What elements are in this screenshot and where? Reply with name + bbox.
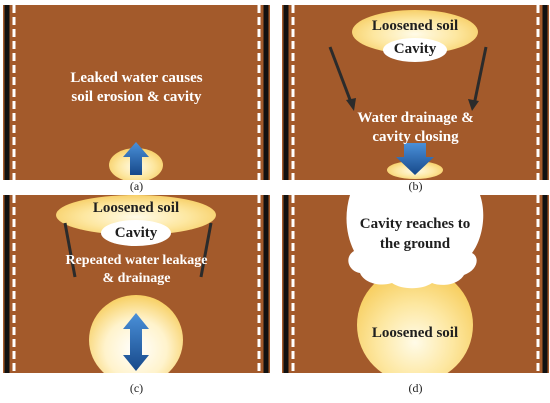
loosened-soil-label: Loosened soil [371, 325, 459, 341]
cavity-region [101, 220, 171, 246]
cavity-label: Cavity [393, 41, 437, 57]
panel-b-diagram [282, 5, 549, 180]
panel-d: Cavity reaches to the ground Loosened so… [282, 195, 549, 401]
cavity-region [346, 195, 484, 289]
caption-d: (d) [408, 381, 423, 395]
panel-a-text-line2: soil erosion & cavity [71, 89, 202, 105]
cavity-label: Cavity [114, 225, 158, 241]
panel-b: Loosened soil Cavity Water drainage & ca… [282, 5, 549, 196]
panel-a-text: Leaked water causes soil erosion & cavit… [43, 69, 230, 107]
panel-c-diagram [3, 195, 270, 373]
drainage-arrow-left-head [346, 98, 356, 111]
loosened-soil-region [56, 195, 216, 235]
up-arrow-icon [123, 142, 149, 175]
panel-a-diagram [3, 5, 270, 180]
caption-a: (a) [129, 179, 144, 193]
panel-c-text: Repeated water leakage & drainage [33, 252, 240, 288]
panel-d-diagram [282, 195, 549, 373]
caption-c: (c) [129, 381, 144, 395]
caption-b: (b) [408, 179, 423, 193]
drainage-line-right [199, 222, 213, 278]
loosened-soil-blob [357, 267, 473, 373]
drainage-line-left [63, 222, 77, 278]
panel-b-text-line1: Water drainage & [357, 110, 474, 126]
cavity-label: Cavity reaches to the ground [340, 214, 490, 254]
panel-c-text-line2: & drainage [102, 271, 171, 286]
drainage-arrow-right-head [468, 99, 479, 111]
loosened-soil-label: Loosened soil [371, 18, 459, 34]
panel-a: Leaked water causes soil erosion & cavit… [3, 5, 270, 196]
panel-a-text-line1: Leaked water causes [70, 70, 203, 86]
cavity-label-line1: Cavity reaches to [359, 216, 471, 232]
panel-c-text-line1: Repeated water leakage [65, 253, 208, 268]
panel-b-text: Water drainage & cavity closing [337, 109, 494, 147]
drainage-arrow-left [328, 46, 354, 106]
panel-b-text-line2: cavity closing [372, 129, 459, 145]
loosened-soil-label: Loosened soil [92, 200, 180, 216]
cavity-label-line2: the ground [379, 236, 451, 252]
down-arrow-icon [396, 143, 434, 175]
drainage-arrow-right [472, 46, 488, 106]
cavity-region [383, 38, 447, 62]
double-arrow-icon [123, 313, 149, 371]
loosened-soil-region [352, 10, 478, 54]
panel-c: Loosened soil Cavity Repeated water leak… [3, 195, 270, 401]
